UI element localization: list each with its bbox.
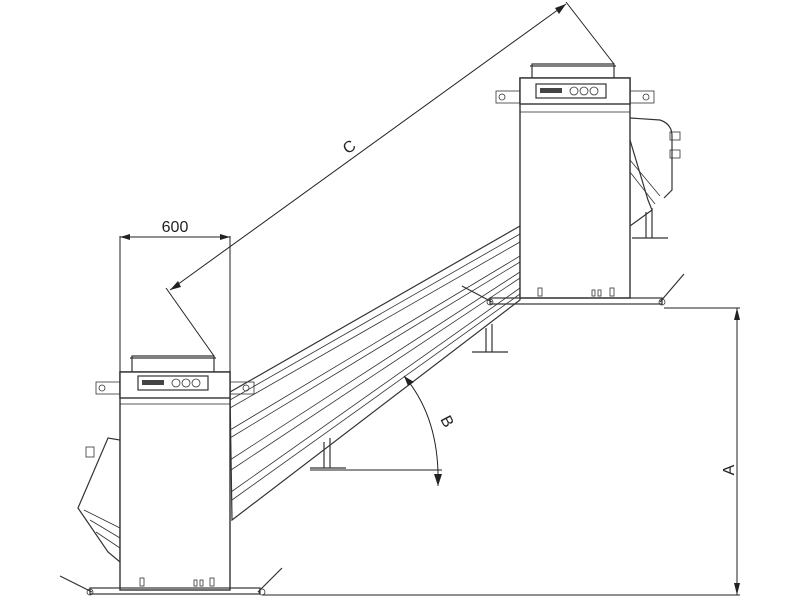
dimension-height-label: A [721, 464, 738, 475]
dimension-width: 600 [119, 219, 231, 372]
rail-support-lower [310, 438, 346, 469]
dimension-angle-label: B [436, 413, 456, 430]
lower-landing-post [95, 355, 255, 591]
rail-support-middle [472, 324, 508, 353]
dimension-width-label: 600 [162, 219, 189, 236]
dimension-length: C [165, 1, 615, 357]
upper-landing-post [495, 63, 655, 299]
lower-floor-plate [59, 567, 740, 596]
dimension-height: A [721, 308, 740, 595]
rail-support-upper [632, 208, 668, 239]
inclined-rail [77, 117, 681, 564]
upper-floor-plate [461, 273, 740, 309]
